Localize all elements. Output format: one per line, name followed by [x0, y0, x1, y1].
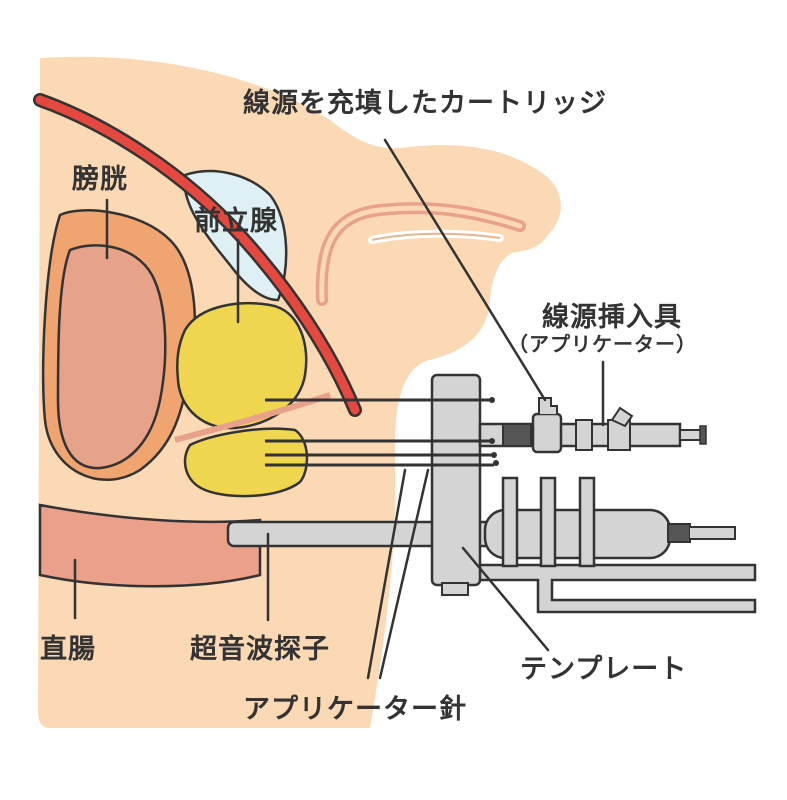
- stepper-post-1: [501, 476, 519, 568]
- probe-cable: [690, 526, 736, 540]
- probe-cable-joint: [667, 523, 691, 543]
- applicator-tab: [610, 406, 634, 428]
- label-prostate: 前立腺: [194, 205, 278, 237]
- applicator-plunger: [679, 429, 703, 441]
- template-foot: [441, 582, 469, 596]
- rectum: [38, 503, 262, 588]
- leader-template: [461, 546, 550, 652]
- label-ultrasound-probe: 超音波探子: [190, 633, 330, 665]
- penis-inner-line-edge: [371, 232, 501, 241]
- stepper-post-2: [539, 476, 557, 568]
- cartridge: [531, 397, 563, 454]
- leader-lines: [73, 138, 605, 680]
- rectum-body: [38, 503, 262, 588]
- applicator: [478, 406, 707, 451]
- applicator-dark-band: [502, 423, 532, 447]
- labels: 線源を充填したカートリッジ 膀胱 前立腺 線源挿入具 （アプリケーター） 直腸 …: [40, 87, 697, 725]
- label-applicator-needle: アプリケーター針: [243, 693, 467, 725]
- applicator-ring-1: [575, 419, 593, 451]
- label-rectum: 直腸: [40, 634, 96, 665]
- template-block: [430, 373, 482, 587]
- label-template: テンプレート: [520, 654, 687, 685]
- leader-needle-1: [366, 468, 407, 680]
- label-applicator-reading: （アプリケーター）: [508, 332, 697, 356]
- cartridge-body: [531, 412, 563, 454]
- bladder-body: [56, 244, 167, 470]
- urethra-penile: [315, 202, 526, 306]
- bladder: [41, 209, 197, 481]
- leader-cartridge: [383, 138, 547, 402]
- cartridge-top: [538, 397, 558, 414]
- leader-needle-2: [378, 468, 430, 680]
- template: [430, 373, 482, 596]
- stepper-frame: [473, 563, 757, 614]
- applicator-plunger-cap: [699, 425, 707, 445]
- stepper-post-3: [578, 476, 596, 568]
- applicator-needles: [265, 397, 499, 467]
- urethra-fill: [35, 95, 360, 415]
- label-bladder: 膀胱: [71, 163, 128, 195]
- label-applicator: 線源挿入具: [542, 301, 682, 333]
- label-cartridge: 線源を充填したカートリッジ: [243, 87, 607, 119]
- prostate-lower-lobe: [183, 427, 309, 498]
- stepper-base: [473, 476, 757, 614]
